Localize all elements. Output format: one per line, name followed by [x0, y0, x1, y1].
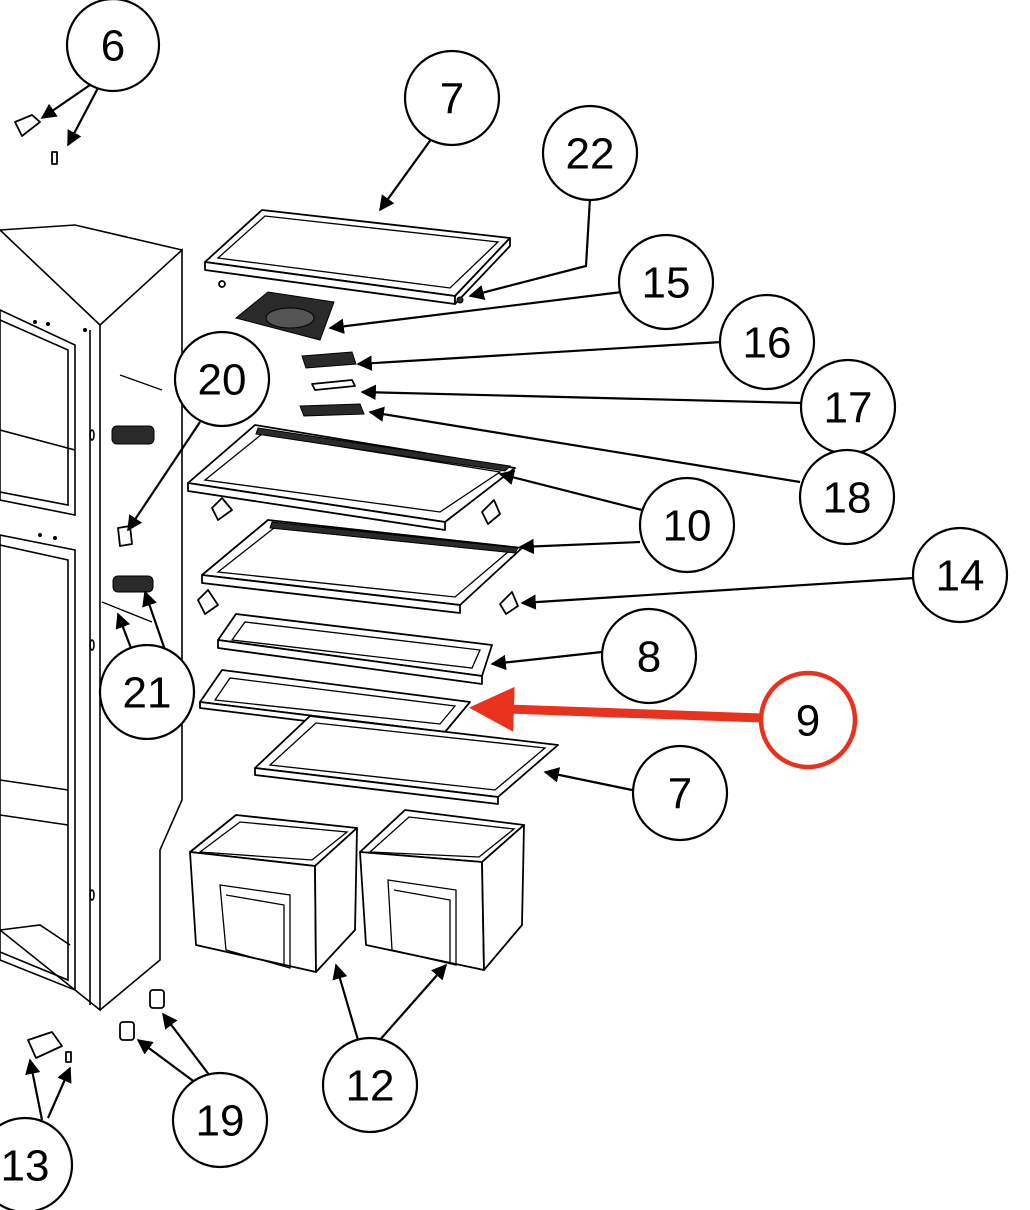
refrigerator-cabinet	[0, 224, 183, 1012]
callout-17-label: 17	[824, 384, 873, 433]
callout-18: 18	[798, 448, 896, 546]
hinge-parts-bottom	[27, 1031, 72, 1063]
shelf-middle	[197, 519, 523, 615]
callout-21: 21	[98, 643, 196, 741]
callout-12-label: 12	[346, 1062, 395, 1111]
callout-14-label: 14	[936, 552, 985, 601]
callout-9-highlighted: 9	[758, 670, 858, 770]
callout-9-label: 9	[796, 697, 820, 746]
crisper-drawer-right	[359, 809, 525, 971]
callout-16-label: 16	[743, 319, 792, 368]
crisper-drawer-left	[189, 814, 358, 973]
callout-13-label: 13	[1, 1142, 50, 1191]
callout-8-label: 8	[637, 633, 661, 682]
callout-6-label: 6	[101, 22, 125, 71]
callout-10-label: 10	[663, 502, 712, 551]
cabinet-small-parts	[101, 374, 163, 623]
callout-21-label: 21	[123, 669, 172, 718]
callout-14: 14	[911, 526, 1009, 624]
fan-housing	[234, 291, 335, 341]
callout-20: 20	[173, 330, 271, 428]
callout-15: 15	[617, 233, 715, 331]
callout-7-bottom-label: 7	[668, 770, 692, 819]
callout-19-label: 19	[196, 1097, 245, 1146]
callout-22-label: 22	[566, 130, 615, 179]
callout-7-bottom: 7	[631, 744, 729, 842]
callout-18-label: 18	[823, 474, 872, 523]
hinge-parts-top	[14, 114, 58, 165]
callout-8: 8	[600, 607, 698, 705]
callout-7-top: 7	[403, 49, 501, 147]
shelf-frame-8	[217, 613, 493, 685]
screws-top	[218, 280, 464, 304]
callout-22: 22	[541, 104, 639, 202]
glass-shelf-bottom	[254, 715, 559, 805]
leader-lines	[25, 84, 915, 1121]
light-assembly	[299, 351, 365, 417]
callout-19: 19	[171, 1071, 269, 1169]
callout-6: 6	[65, 0, 161, 93]
callout-17: 17	[799, 358, 897, 456]
callout-20-label: 20	[198, 356, 247, 405]
glass-shelf-top	[204, 209, 511, 305]
callout-12: 12	[321, 1036, 419, 1134]
callout-13: 13	[0, 1116, 74, 1210]
callout-15-label: 15	[642, 259, 691, 308]
callout-16: 16	[718, 293, 816, 391]
shelf-upper	[187, 424, 516, 531]
callout-7-top-label: 7	[440, 75, 464, 124]
leveling-feet	[119, 989, 165, 1041]
callout-10: 10	[638, 476, 736, 574]
